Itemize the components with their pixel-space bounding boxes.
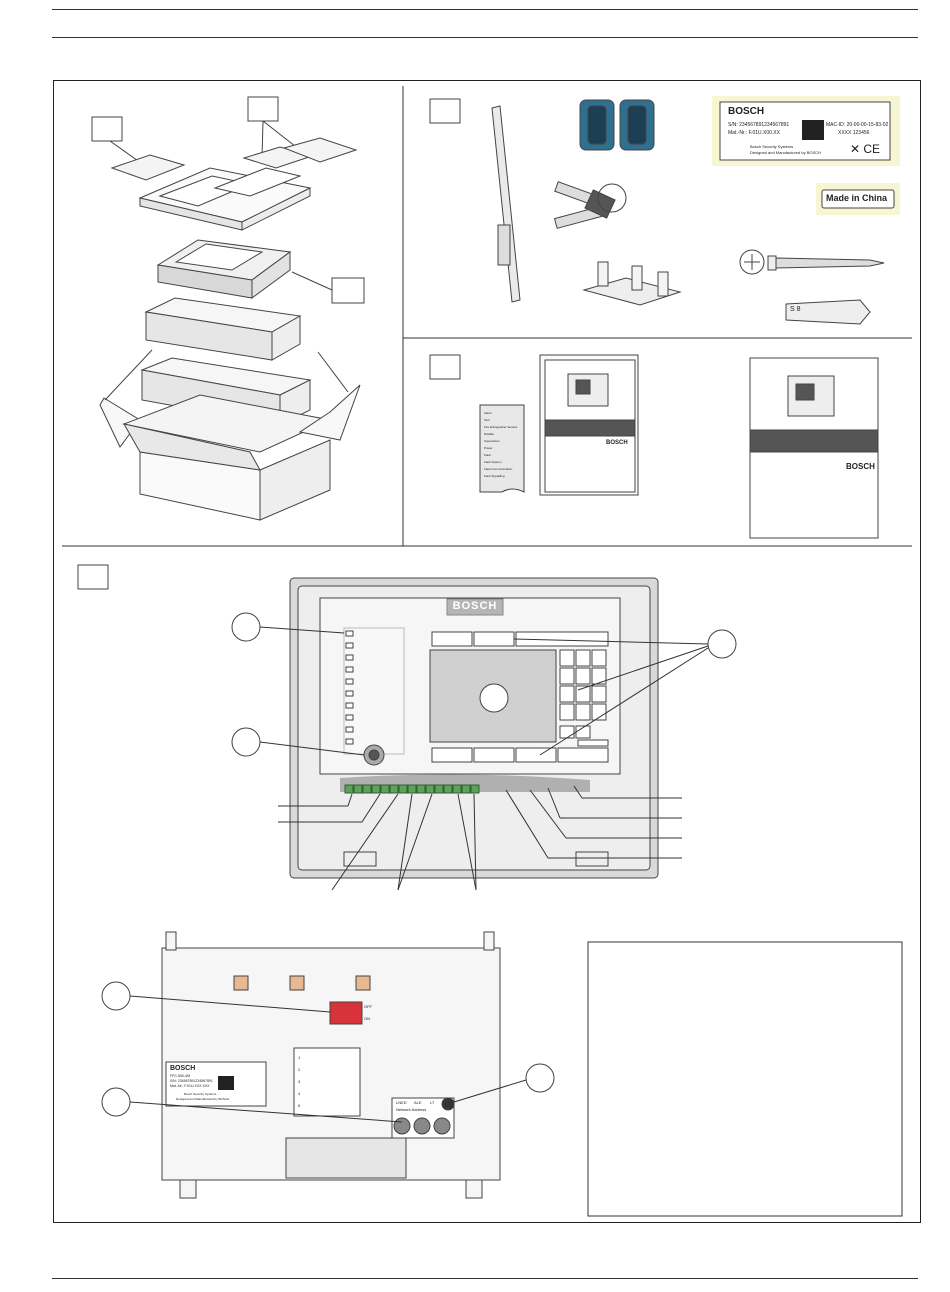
mute-button xyxy=(557,747,609,763)
callout-box-a xyxy=(91,116,123,142)
rear-label-maker-1: Bosch Security Systems xyxy=(184,1092,217,1096)
accessories: ✕ CE xyxy=(429,96,900,325)
network-button xyxy=(473,631,515,647)
callout-box-e xyxy=(429,354,461,380)
potentiometers xyxy=(233,975,371,991)
mounting-bracket xyxy=(582,261,682,306)
led-strip-item: Disable xyxy=(484,432,495,436)
cardboard-box-flap-left xyxy=(99,397,141,448)
callout-box-b xyxy=(247,96,279,122)
cardboard-box-side xyxy=(259,439,331,521)
header-rule-bottom xyxy=(52,37,918,38)
led-insert-strip xyxy=(479,404,525,493)
label-serial: S/N: 234567891234567891 xyxy=(728,122,789,128)
documentation xyxy=(429,354,879,539)
figure-frame xyxy=(53,80,921,1223)
callout-box-f xyxy=(77,564,109,590)
user-manual-brand: BOSCH xyxy=(846,462,875,471)
terminal-label xyxy=(293,1047,361,1117)
home-button xyxy=(431,747,473,763)
label-mat-value: F.01U.X00.XX xyxy=(748,130,780,136)
terminal-row: 4 xyxy=(298,1091,301,1096)
front-panel xyxy=(77,564,737,891)
dip-label-on: ON xyxy=(364,1016,370,1021)
label-mat-key: Mat.-Nr.: xyxy=(728,130,748,136)
network-rotary-2 xyxy=(413,1117,431,1135)
made-in-text: Made in China xyxy=(826,193,888,203)
network-label-1: LNED xyxy=(396,1100,407,1105)
label-mac: MAC-ID: 20-00-00-15-83-02 xyxy=(826,122,888,128)
cable-tie xyxy=(491,105,521,303)
quick-manual-brand: BOSCH xyxy=(606,440,628,446)
label-serial-value: 234567891234567891 xyxy=(739,122,790,128)
key-button xyxy=(515,747,557,763)
dowel-icon xyxy=(785,299,871,325)
dip-label-off: OFF xyxy=(364,1004,372,1009)
network-rotary-1 xyxy=(393,1117,411,1135)
led-strip-item: Power xyxy=(484,446,493,450)
network-rotary-3 xyxy=(433,1117,451,1135)
terminal-row: 5 xyxy=(298,1103,301,1108)
user-manual xyxy=(749,357,879,539)
rear-label-maker-2: Designed and Manufactured by BOSCH xyxy=(176,1097,230,1101)
rear-label-serial: S/N: 234567891234567891 xyxy=(170,1079,213,1083)
ferrite-clamps xyxy=(579,99,655,151)
callout-box-c xyxy=(331,277,365,304)
wrench-button xyxy=(431,631,473,647)
rear-panel xyxy=(101,931,555,1199)
rear-label-mat: Mat.-Nr.: F.01U.XXX.XXX xyxy=(170,1084,210,1088)
led-strip-item: Fault xyxy=(484,453,491,457)
label-version: XXXX 123456 xyxy=(838,130,870,136)
terminal-row: 1 xyxy=(298,1055,301,1060)
label-serial-key: S/N: xyxy=(728,122,738,128)
label-mac-key: MAC-ID: xyxy=(826,122,846,128)
rear-type-label xyxy=(165,1061,267,1107)
led-strip-item: Fault Signalling xyxy=(484,474,505,478)
footer-rule xyxy=(52,1278,918,1279)
cardboard-box-flap-right xyxy=(298,384,361,441)
back-button xyxy=(473,747,515,763)
label-mat: Mat.-Nr.: F.01U.X00.XX xyxy=(728,130,780,136)
led-strip-list: Alarm Test Fire Extinguisher Service Dis… xyxy=(484,410,524,480)
keypad xyxy=(559,649,609,747)
note-box xyxy=(587,941,903,1217)
quick-manual xyxy=(539,354,639,496)
led-strip-item: Fire Extinguisher Service xyxy=(484,425,518,429)
small-card-right-2 xyxy=(282,137,358,163)
network-label-3: LT xyxy=(430,1100,435,1105)
small-card-left xyxy=(110,154,186,181)
led-strip-item: Test xyxy=(484,418,490,422)
svg-text:✕ CE: ✕ CE xyxy=(850,142,880,156)
terminal-row: 2 xyxy=(298,1067,301,1072)
header-rule-top xyxy=(52,9,918,10)
label-maker-1: Bosch Security Systems xyxy=(750,144,794,149)
panel-brand: BOSCH xyxy=(452,600,498,612)
terminal-row: 3 xyxy=(298,1079,301,1084)
dowel-size-text: S 8 xyxy=(790,306,801,313)
led-strip-item: Supervision xyxy=(484,439,500,443)
label-maker-2: Designed and Manufactured by BOSCH xyxy=(750,150,821,155)
rear-label-model: FPC-500-4M xyxy=(170,1074,191,1078)
made-in-sticker xyxy=(816,183,900,215)
dip-switch xyxy=(329,1001,363,1025)
led-column xyxy=(343,627,405,755)
reset-button xyxy=(441,1097,455,1111)
led-strip-item: Fault Communication xyxy=(484,467,513,471)
led-strip-item: Fault System xyxy=(484,460,502,464)
terminal-rows: 1 2 3 4 5 xyxy=(298,1052,300,1112)
packaging-exploded-view xyxy=(91,96,365,521)
callout-box-d xyxy=(429,98,461,124)
label-brand: BOSCH xyxy=(728,106,765,117)
label-mac-value: 20-00-00-15-83-02 xyxy=(846,122,889,128)
screw-icon xyxy=(739,249,885,275)
terminal-strip xyxy=(344,784,480,794)
network-caption: Network Address xyxy=(396,1107,427,1112)
rear-label-brand: BOSCH xyxy=(170,1065,196,1072)
keys-icon xyxy=(553,181,627,229)
front-callouts xyxy=(231,612,737,757)
led-strip-item: Alarm xyxy=(484,411,492,415)
type-label-sticker: ✕ CE xyxy=(712,96,900,166)
network-label-2: ALE xyxy=(414,1100,422,1105)
